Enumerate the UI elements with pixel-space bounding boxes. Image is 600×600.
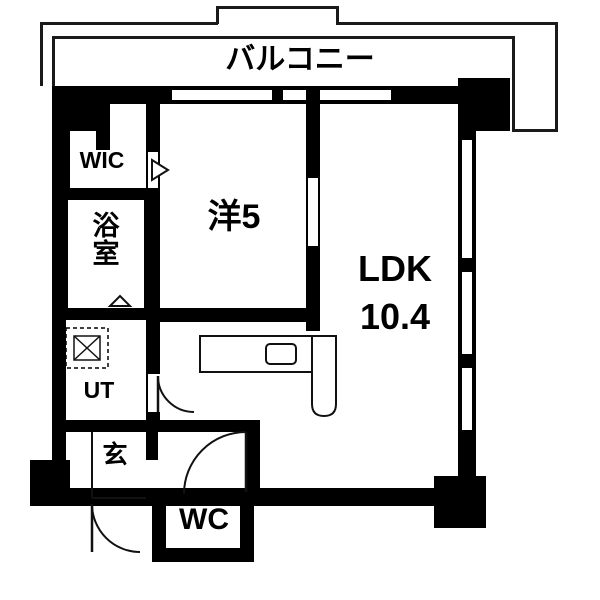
room-label-bath: 浴 室 bbox=[92, 211, 120, 270]
room-label-genkan: 玄 bbox=[102, 441, 128, 469]
wall-genkan-right bbox=[146, 432, 158, 460]
wall-ut-bottom bbox=[66, 420, 160, 432]
window-opening-right-lower bbox=[462, 272, 472, 354]
wall-bedroom-left bbox=[146, 104, 160, 320]
room-label-bedroom: 洋5 bbox=[207, 198, 261, 236]
room-label-wc: WC bbox=[179, 503, 229, 536]
wall-hallway-top bbox=[146, 420, 260, 432]
door-opening-wic bbox=[148, 152, 158, 188]
window-opening-top-left bbox=[172, 90, 272, 100]
window-opening-right-upper bbox=[462, 140, 472, 258]
room-label-balcony: バルコニー bbox=[225, 43, 375, 76]
wall-bedroom-bottom bbox=[146, 308, 320, 322]
balcony-outline-top-left bbox=[40, 22, 218, 25]
room-label-ldk-size: 10.4 bbox=[359, 296, 431, 337]
room-label-ut: UT bbox=[83, 377, 115, 403]
exterior-wall-left-lower bbox=[52, 320, 66, 460]
balcony-outline-inner-left bbox=[52, 36, 55, 86]
balcony-outline-step2 bbox=[336, 6, 339, 24]
balcony-outline-inner-right bbox=[512, 36, 515, 132]
door-opening-bedroom-ldk bbox=[308, 178, 318, 246]
balcony-outline-top-mid bbox=[216, 6, 339, 9]
room-label-wic: WIC bbox=[79, 147, 125, 173]
exterior-wall-left bbox=[52, 86, 70, 188]
wall-ut-right bbox=[146, 320, 160, 430]
wall-wc-bottom bbox=[152, 548, 254, 562]
wall-hallway-right bbox=[246, 420, 260, 492]
balcony-outline-bottom-right bbox=[512, 129, 558, 132]
wall-wc-left bbox=[152, 492, 166, 562]
balcony-outline-inner-top bbox=[52, 36, 514, 39]
pillar-bottom-left bbox=[30, 460, 70, 506]
balcony-outline-left bbox=[40, 22, 43, 86]
balcony-outline-top-right bbox=[336, 22, 558, 25]
wall-bath-bottom bbox=[66, 308, 146, 320]
window-opening-top-right bbox=[283, 90, 391, 100]
exterior-wall-left-mid bbox=[52, 188, 66, 320]
room-label-ldk-name: LDK bbox=[358, 248, 432, 289]
window-opening-right-bottom bbox=[462, 368, 472, 430]
balcony-outline-top-step bbox=[216, 6, 219, 24]
wall-wic-top bbox=[96, 104, 110, 150]
wall-genkan-bottom bbox=[66, 498, 112, 506]
wall-wc-right bbox=[240, 492, 254, 562]
balcony-outline-right bbox=[555, 22, 558, 132]
